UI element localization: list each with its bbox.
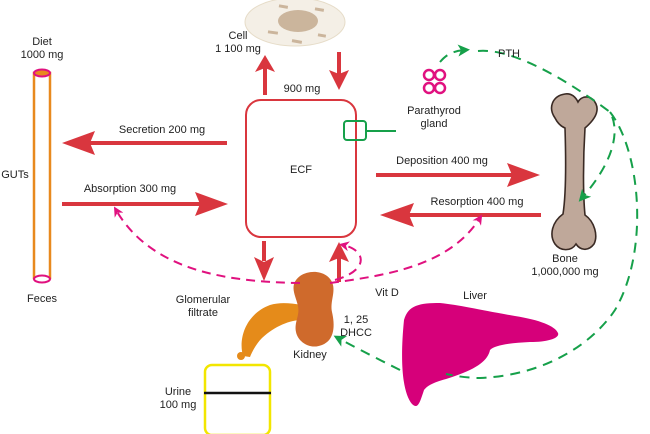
arrow-ecf-to-kidney — [254, 241, 274, 281]
arrow-cell-to-ecf — [329, 52, 349, 90]
urine-container — [203, 363, 272, 434]
bone-text: Bone — [552, 253, 578, 265]
parathyroid-connector — [343, 120, 396, 141]
dhcc-text-1: 1, 25 — [343, 314, 369, 326]
diet-text: Diet — [32, 36, 52, 48]
kidney-label: Kidney — [293, 349, 327, 361]
cell-text: Cell — [228, 30, 248, 42]
cell-amount: 1 100 mg — [215, 43, 261, 55]
vit-d-to-ecf — [334, 241, 362, 281]
cell-label: Cell 1 100 mg — [208, 30, 268, 56]
pth-from-gland — [439, 44, 470, 63]
kidney-icon — [237, 271, 334, 360]
glomerular-text: Glomerular — [175, 294, 231, 306]
diet-amount: 1000 mg — [20, 49, 64, 61]
guts-label: GUTs — [1, 169, 29, 181]
arrow-absorption — [62, 192, 228, 216]
parathyroid-gland-icon — [422, 68, 447, 95]
diet-label: Diet 1000 mg — [18, 36, 66, 62]
parathyroid-text: Parathyrod — [407, 105, 461, 117]
bone-amount: 1,000,000 mg — [531, 266, 599, 278]
dhcc-label: 1, 25 DHCC — [338, 314, 374, 340]
bone-icon — [550, 93, 598, 251]
dhcc-text-2: DHCC — [340, 327, 372, 339]
pth-label: PTH — [498, 48, 520, 60]
ecf-compartment — [245, 99, 357, 238]
liver-label: Liver — [463, 290, 487, 302]
vit-d-paths — [113, 206, 483, 284]
liver-to-kidney — [333, 335, 401, 371]
urine-amount: 100 mg — [159, 399, 197, 411]
secretion-label: Secretion 200 mg — [118, 124, 206, 136]
vit-d-label: Vit D — [375, 287, 399, 299]
glomerular-filtrate-label: Glomerular filtrate — [170, 294, 236, 320]
vit-d-to-absorption — [113, 206, 301, 284]
arrow-secretion — [62, 131, 227, 155]
vit-d-to-resorption — [329, 214, 483, 284]
liver-icon — [402, 303, 559, 407]
arrow-kidney-to-ecf — [329, 242, 349, 282]
deposition-label: Deposition 400 mg — [396, 155, 488, 167]
bone-label: Bone 1,000,000 mg — [526, 253, 604, 279]
pth-paths — [333, 44, 639, 380]
cell-exchange-label: 900 mg — [283, 83, 321, 95]
resorption-label: Resorption 400 mg — [430, 196, 524, 208]
absorption-label: Absorption 300 mg — [83, 183, 177, 195]
cell-icon — [244, 0, 346, 47]
arrow-ecf-to-cell — [255, 55, 275, 95]
pth-loop-to-liver — [445, 111, 639, 380]
arrow-deposition — [376, 163, 540, 187]
ecf-label: ECF — [290, 164, 312, 176]
urine-text: Urine — [164, 386, 192, 398]
filtrate-text: filtrate — [188, 307, 218, 319]
urine-label: Urine 100 mg — [154, 386, 202, 412]
parathyroid-label: Parathyrod gland — [402, 105, 466, 131]
feces-label: Feces — [27, 293, 57, 305]
parathyroid-text-2: gland — [420, 118, 448, 130]
gut-tube — [32, 68, 52, 284]
